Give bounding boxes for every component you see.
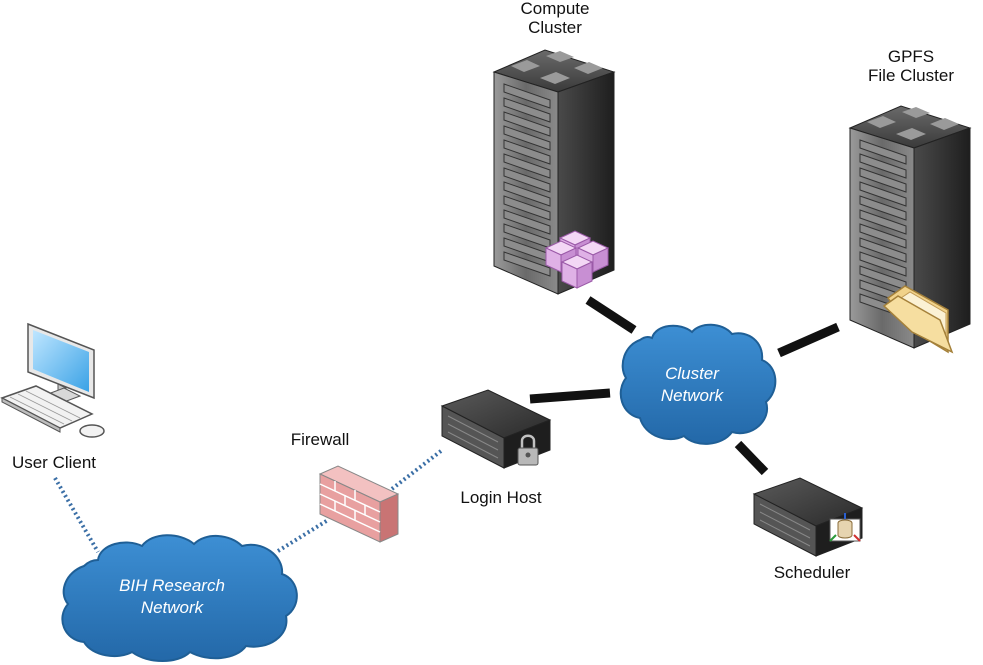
- compute-cluster-label-line2: Cluster: [528, 18, 582, 37]
- folder-icon: [882, 285, 954, 354]
- link-login-cluster-network: [529, 388, 611, 404]
- link-scheduler-cluster-network: [734, 440, 769, 476]
- gpfs-cluster-label: GPFS File Cluster: [846, 47, 976, 85]
- link-bih-firewall: [276, 518, 330, 553]
- links: [53, 296, 840, 554]
- compute-cluster-rack-icon: [492, 49, 616, 295]
- bih-network-label-line1: BIH Research: [119, 576, 225, 595]
- computer-icon: [0, 322, 105, 438]
- bih-network-label: BIH Research Network: [102, 575, 242, 619]
- user-client-label: User Client: [11, 453, 97, 472]
- scheduler-label: Scheduler: [773, 563, 851, 582]
- link-compute-cluster-network: [585, 296, 637, 334]
- lock-icon: [517, 434, 539, 466]
- cluster-network-cloud-icon: [619, 323, 777, 445]
- bih-network-label-line2: Network: [140, 598, 204, 617]
- firewall-label: Firewall: [290, 430, 350, 449]
- compute-cubes-icon: [544, 230, 610, 289]
- login-host-server-icon: [440, 389, 552, 469]
- database-gear-icon: [829, 513, 861, 542]
- bih-network-cloud-icon: [61, 534, 298, 662]
- firewall-icon: [318, 465, 400, 543]
- login-host-label: Login Host: [460, 488, 542, 507]
- gpfs-cluster-label-line1: GPFS: [887, 47, 935, 66]
- compute-cluster-label: Compute Cluster: [500, 0, 610, 37]
- gpfs-cluster-label-line2: File Cluster: [868, 66, 954, 85]
- cluster-network-label-line2: Network: [660, 386, 724, 405]
- link-user-bih-network: [53, 476, 100, 554]
- cluster-network-label-line1: Cluster: [665, 364, 719, 383]
- link-gpfs-cluster-network: [777, 322, 840, 358]
- cluster-network-label: Cluster Network: [640, 363, 744, 407]
- link-firewall-login: [382, 449, 443, 497]
- compute-cluster-label-line1: Compute: [520, 0, 590, 18]
